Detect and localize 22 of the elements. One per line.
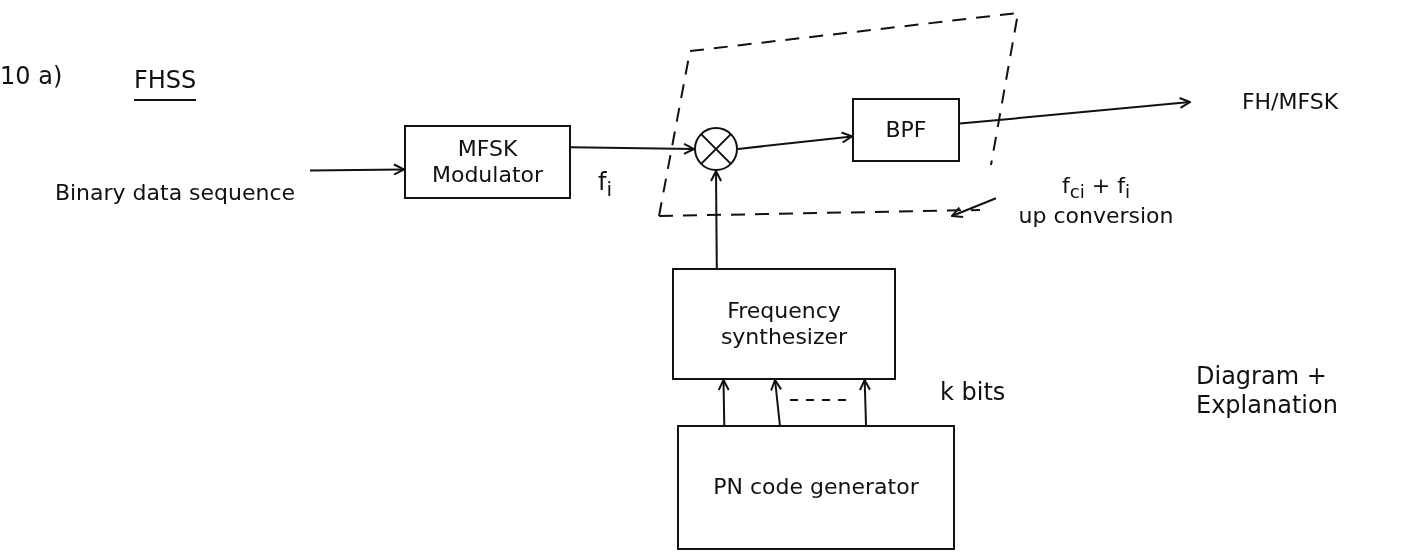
arrow [770, 379, 783, 426]
generator-box: PN code generator [677, 425, 955, 550]
filter-box: BPF [852, 98, 960, 162]
arrow [309, 163, 405, 176]
arrow [710, 170, 723, 269]
arrow [858, 379, 871, 426]
signal-label: Binary data sequence [54, 179, 296, 207]
callout-number: 10 a) [0, 62, 63, 91]
modulator-box: MFSK Modulator [404, 125, 571, 199]
arrow [570, 142, 695, 155]
heading: FHSS [134, 66, 197, 101]
frequency-note: f$_{ci}$ + f$_{i}$ [1061, 172, 1131, 203]
signal-label: FH/MFSK [1241, 88, 1339, 116]
signal-label: k bits [940, 378, 1006, 407]
signal-label: f$_{i}$ [598, 168, 612, 201]
arrow [737, 131, 853, 150]
arrow [959, 96, 1191, 125]
arrow [717, 379, 730, 426]
arrow [951, 197, 997, 218]
frequency-note: up conversion [1018, 203, 1174, 230]
note: Diagram + Explanation [1196, 362, 1339, 420]
synthesizer-box: Frequency synthesizer [672, 268, 896, 380]
